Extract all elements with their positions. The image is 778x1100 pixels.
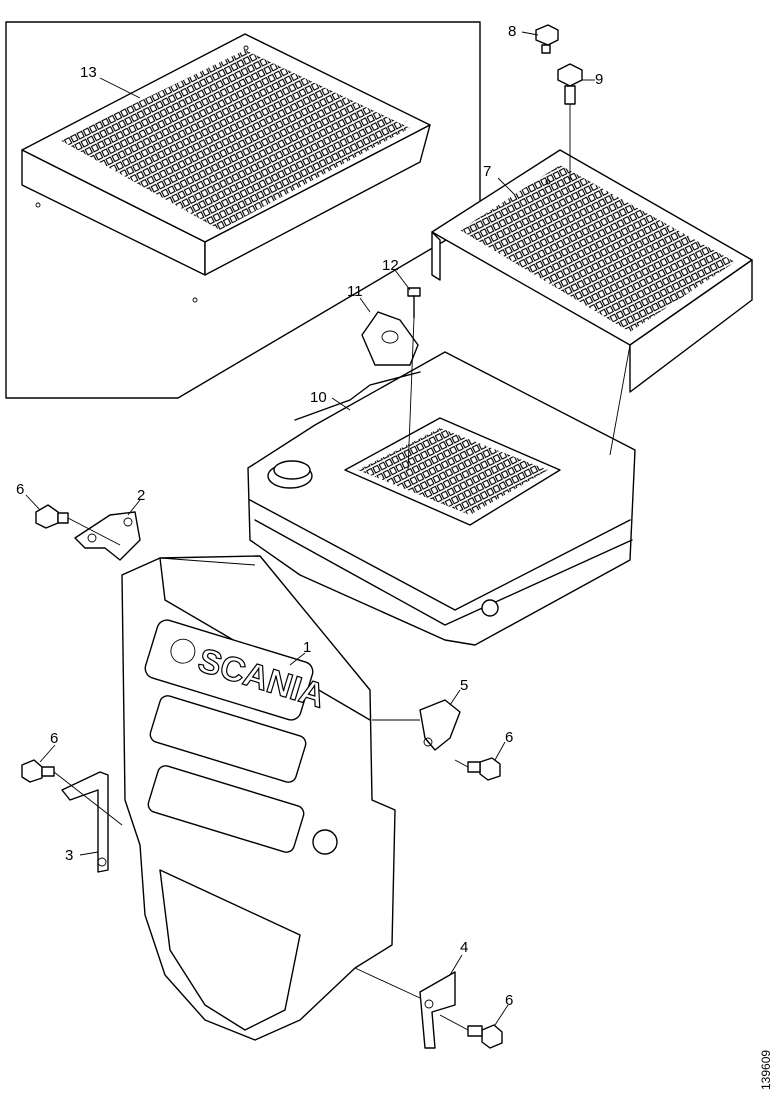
tank-10 <box>247 351 636 646</box>
bolt-9 <box>557 63 583 105</box>
callout-6-d: 6 <box>505 992 513 1009</box>
callout-6-c: 6 <box>505 729 513 746</box>
bracket-5 <box>419 699 461 751</box>
front-cover-1 <box>121 555 396 1041</box>
bracket-11 <box>361 311 419 366</box>
callout-8: 8 <box>508 23 516 40</box>
bolt-6-d <box>467 1024 503 1049</box>
callout-10: 10 <box>310 389 327 406</box>
callout-11: 11 <box>347 283 363 300</box>
callout-6-b: 6 <box>50 730 58 747</box>
callout-13: 13 <box>80 64 97 81</box>
callout-leaders <box>25 31 595 1026</box>
drawing-reference: 139609 <box>759 1050 773 1090</box>
bracket-2 <box>74 511 141 561</box>
screw-12 <box>407 287 421 319</box>
callout-6-a: 6 <box>16 481 24 498</box>
screw-8 <box>535 24 559 54</box>
callout-12: 12 <box>382 257 399 274</box>
bracket-3 <box>61 771 109 873</box>
callout-3: 3 <box>65 847 73 864</box>
callout-4: 4 <box>460 939 468 956</box>
callout-7: 7 <box>483 163 491 180</box>
callout-9: 9 <box>595 71 603 88</box>
cover-7 <box>431 149 753 393</box>
alternative-cover-13 <box>21 33 431 303</box>
callout-5: 5 <box>460 677 468 694</box>
inset-frame <box>5 21 481 399</box>
bolt-6-c <box>467 757 501 781</box>
bracket-4 <box>419 971 456 1049</box>
bolt-6-a <box>35 504 69 529</box>
callout-1: 1 <box>303 639 311 656</box>
assembly-lines <box>53 104 631 1031</box>
bolt-6-b <box>21 759 55 783</box>
callout-2: 2 <box>137 487 145 504</box>
